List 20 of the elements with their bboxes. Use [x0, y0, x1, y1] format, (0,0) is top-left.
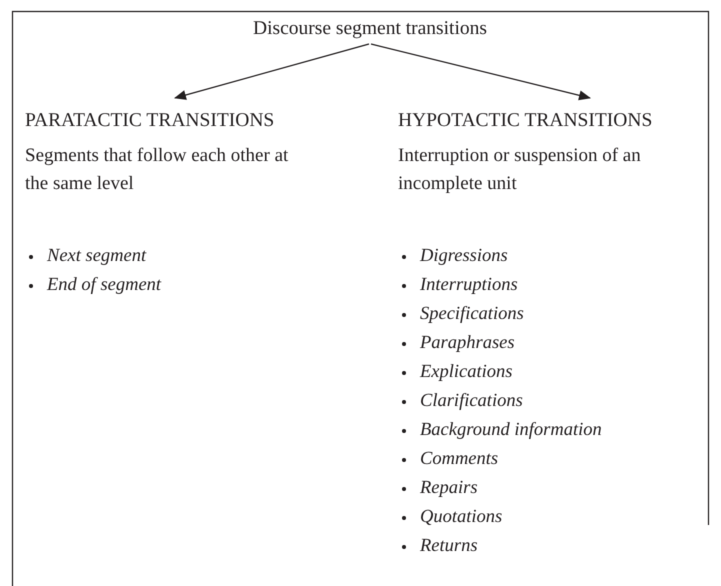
list-item: Paraphrases [420, 333, 515, 353]
arrow [370, 43, 591, 100]
description-text: Segments that follow each other at the same level [25, 144, 290, 196]
column-heading: PARATACTIC TRANSITIONS [25, 109, 276, 133]
list-item: End of segment [47, 275, 162, 295]
list-item: Clarifications [420, 391, 523, 411]
list-item: Returns [420, 536, 478, 556]
list-item: Digressions [420, 246, 508, 266]
list-item: Comments [420, 449, 498, 469]
list-item: Background information [420, 420, 602, 440]
list-item: Quotations [420, 507, 502, 527]
list-item: Specifications [420, 304, 524, 324]
list-item: Next segment [47, 246, 146, 266]
column-heading: HYPOTACTIC TRANSITIONS [398, 109, 654, 133]
list-item: Explications [420, 362, 512, 382]
arrow [174, 43, 370, 100]
description-text: Interruption or suspension of an incomplete unit [398, 144, 642, 196]
list-item: Interruptions [420, 275, 518, 295]
list-item: Repairs [420, 478, 478, 498]
heading-text: Discourse segment transitions [200, 16, 540, 42]
